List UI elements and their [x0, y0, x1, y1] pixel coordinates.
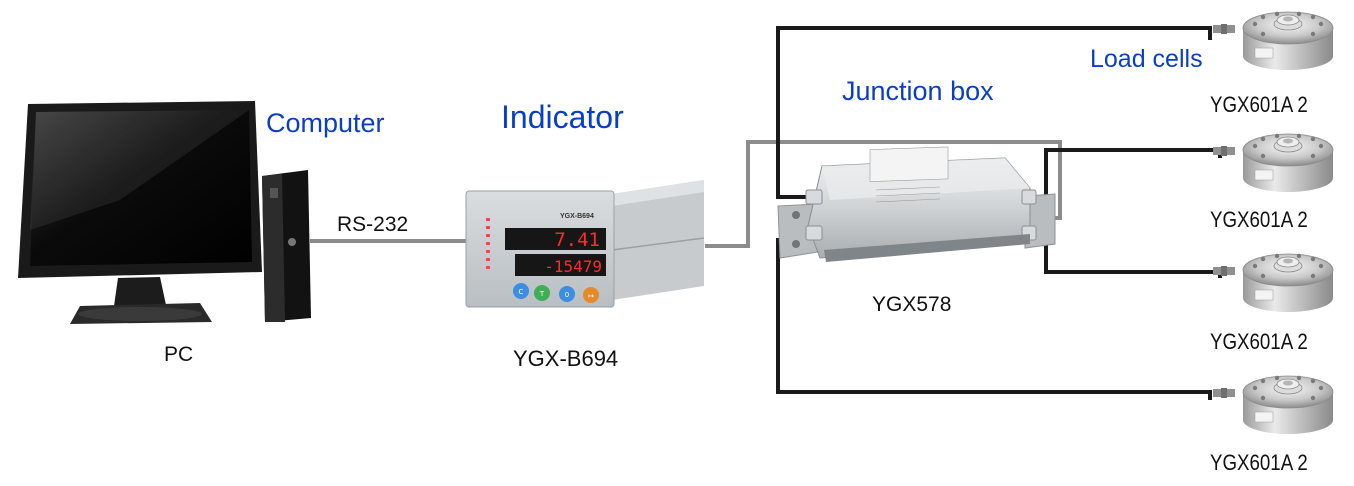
load-cell-model-label: YGX601A 2: [1210, 329, 1308, 354]
load-cell-icon: [1212, 11, 1334, 71]
rs232-label: RS-232: [337, 213, 409, 236]
load-cell-icon: [1212, 253, 1334, 313]
load-cells-label: Load cells: [1090, 45, 1203, 73]
indicator-label: Indicator: [501, 99, 624, 135]
load-cell-model-label: YGX601A 2: [1210, 92, 1308, 117]
loadcell-cable-3: [1025, 238, 1222, 278]
pc-tower-icon: [262, 170, 311, 322]
junction-box-label: Junction box: [842, 76, 994, 106]
indicator-display-top: 7.41: [554, 229, 600, 251]
pc-label: PC: [164, 343, 194, 366]
pc-monitor-icon: [18, 101, 262, 324]
load-cell-icon: [1212, 375, 1334, 435]
indicator-device-icon: C T 0 ↦: [465, 180, 705, 308]
indicator-display-bottom: -15479: [544, 257, 602, 276]
svg-text:0: 0: [565, 291, 569, 299]
svg-text:T: T: [539, 290, 545, 298]
junction-box-icon: [777, 146, 1056, 262]
load-cell-model-label: YGX601A 2: [1210, 450, 1308, 475]
junction-model-label: YGX578: [872, 293, 952, 316]
loadcell-cable-1: [776, 26, 1212, 199]
indicator-cable: [705, 140, 1062, 248]
loadcell-cable-4: [776, 238, 1212, 400]
load-cell-model-label: YGX601A 2: [1210, 207, 1308, 232]
loadcell-cable-2: [1025, 148, 1222, 199]
indicator-panel-model: YGX-B694: [560, 213, 594, 220]
svg-text:↦: ↦: [588, 292, 594, 300]
load-cell-icon: [1212, 133, 1334, 193]
computer-label: Computer: [266, 108, 385, 138]
svg-text:C: C: [519, 288, 524, 296]
indicator-model-label: YGX-B694: [513, 346, 619, 371]
